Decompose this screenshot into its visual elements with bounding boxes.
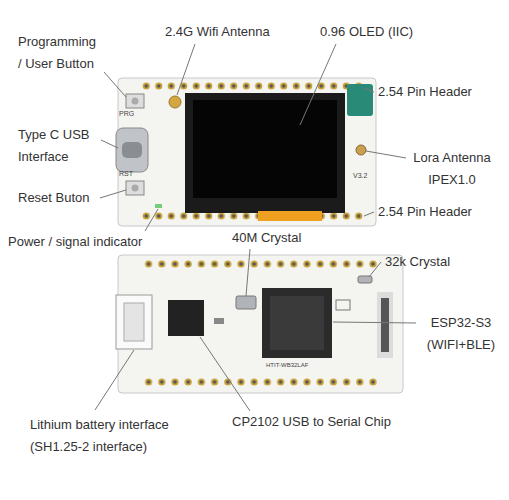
prg-button (126, 94, 144, 108)
leader-line (100, 190, 126, 198)
usb-c-inner (122, 142, 142, 158)
esp32-chip (262, 288, 332, 358)
callout-label: Lithium battery interface (SH1.25-2 inte… (30, 414, 192, 458)
antenna-part (347, 84, 373, 116)
esp32-die (270, 296, 324, 350)
leader-line (364, 88, 374, 92)
logo-mark (377, 292, 393, 358)
crystal-32k (358, 276, 372, 283)
oled-screen (193, 100, 337, 198)
ipex-connector (356, 145, 366, 155)
battery-connector (116, 295, 152, 349)
leader-line (145, 209, 158, 231)
oled-glass (185, 93, 345, 213)
cp2102-chip (168, 300, 204, 336)
callout-label: Power / signal indicator (8, 234, 142, 250)
pcb (118, 255, 403, 393)
leader-line (246, 249, 250, 296)
leader-line (95, 350, 134, 410)
callout-label: 2.54 Pin Header (378, 84, 472, 100)
leader-lines (95, 44, 416, 411)
board-front (116, 78, 376, 226)
leader-line (364, 212, 374, 216)
silkscreen-text: V3.2 (353, 172, 367, 180)
callout-label: 2.4G Wifi Antenna (165, 24, 270, 40)
leader-line (369, 262, 381, 277)
rst-button (126, 181, 144, 195)
battery-connector-inner (124, 303, 144, 341)
leader-line (366, 151, 406, 158)
pin-header (142, 258, 382, 270)
leader-line (300, 44, 336, 125)
silkscreen-text: PRG (119, 110, 134, 118)
callout-label: Reset Buton (18, 190, 90, 206)
usb-c-port (116, 128, 148, 172)
callout-label: 32k Crystal (385, 254, 450, 270)
button-cap (132, 185, 139, 192)
callout-label: 40M Crystal (232, 230, 301, 246)
callout-label: Programming / User Button (18, 31, 100, 75)
wifi-antenna (169, 96, 181, 108)
pcb (118, 78, 376, 226)
callout-label: Lora Antenna IPEX1.0 (408, 147, 496, 191)
board-back (116, 255, 403, 393)
leader-line (104, 72, 126, 97)
silkscreen-text: RST (119, 170, 133, 178)
leader-line (177, 44, 195, 95)
button-cap (132, 98, 139, 105)
silkscreen-text: HTIT-WB32LAF (266, 361, 308, 369)
crystal-40m (236, 296, 256, 309)
leader-line (333, 322, 416, 323)
leader-line (200, 337, 250, 411)
oled-flex (258, 211, 322, 221)
callout-label: CP2102 USB to Serial Chip (232, 414, 391, 430)
callout-label: ESP32-S3 (WIFI+BLE) (419, 312, 503, 356)
logo-mark (381, 298, 389, 352)
callout-label: 0.96 OLED (IIC) (320, 24, 413, 40)
pin-header (140, 80, 365, 92)
callout-label: Type C USB Interface (18, 124, 98, 168)
led (155, 204, 162, 208)
callout-label: 2.54 Pin Header (378, 204, 472, 220)
leader-line (101, 140, 118, 148)
component (214, 318, 224, 324)
cert-mark (336, 300, 350, 310)
pin-header (142, 376, 382, 388)
